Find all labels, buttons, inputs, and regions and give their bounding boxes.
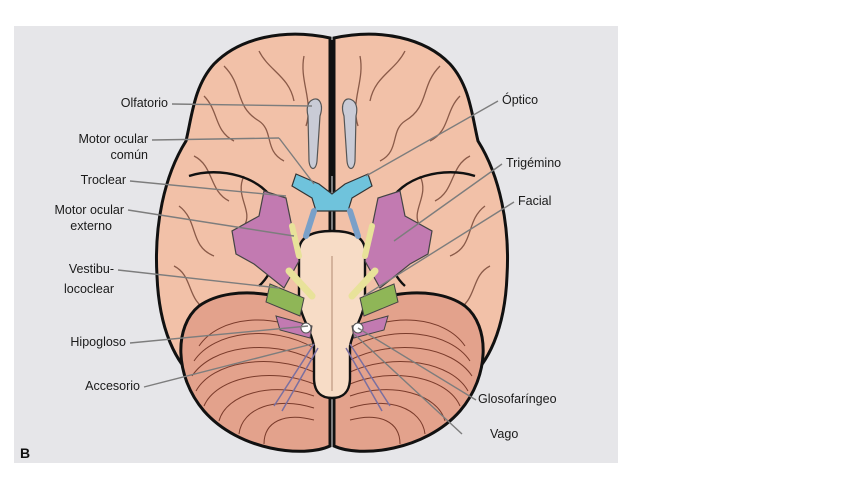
label-motor-ocular-comun-line2: común: [44, 148, 148, 163]
label-vago: Vago: [490, 427, 518, 442]
label-optico: Óptico: [502, 93, 538, 108]
label-motor-ocular-externo-line2: externo: [14, 219, 112, 234]
label-hipogloso: Hipogloso: [34, 335, 126, 350]
label-vestibulococlear-line1: Vestibu-: [34, 262, 114, 277]
brain-base-figure: Olfatorio Motor ocular común Troclear Mo…: [14, 26, 618, 463]
label-troclear: Troclear: [44, 173, 126, 188]
label-vestibulococlear-line2: lococlear: [34, 282, 114, 297]
label-glosofaringeo: Glosofaríngeo: [478, 392, 557, 407]
label-motor-ocular-externo-line1: Motor ocular: [14, 203, 124, 218]
label-accesorio: Accesorio: [44, 379, 140, 394]
label-motor-ocular-comun-line1: Motor ocular: [44, 132, 148, 147]
label-facial: Facial: [518, 194, 551, 209]
label-olfatorio: Olfatorio: [84, 96, 168, 111]
panel-letter: B: [20, 445, 30, 461]
label-trigemino: Trigémino: [506, 156, 561, 171]
